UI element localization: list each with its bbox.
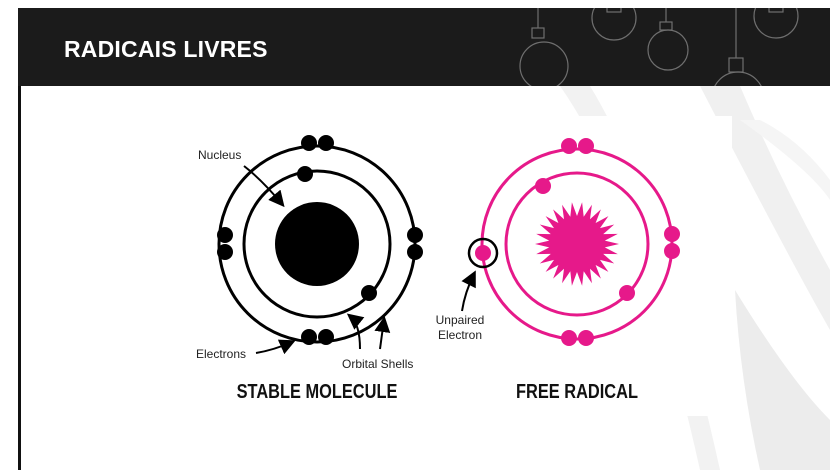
page-title: RADICAIS LIVRES bbox=[64, 36, 268, 63]
orbital-arrow-1 bbox=[350, 316, 360, 349]
atom-diagram: Nucleus Electrons Orbital Shells STABLE … bbox=[172, 116, 732, 416]
stable-molecule: Nucleus Electrons Orbital Shells STABLE … bbox=[196, 135, 423, 402]
electrons-label: Electrons bbox=[196, 347, 246, 361]
orbital-arrow-2 bbox=[380, 320, 384, 349]
atom-diagram-svg: Nucleus Electrons Orbital Shells STABLE … bbox=[172, 116, 732, 416]
slide-header: RADICAIS LIVRES bbox=[18, 8, 830, 86]
orbital-shells-label: Orbital Shells bbox=[342, 357, 413, 371]
left-border bbox=[18, 86, 21, 470]
stable-molecule-caption: STABLE MOLECULE bbox=[237, 379, 398, 402]
electrons-arrow bbox=[256, 342, 292, 353]
radical-nucleus bbox=[535, 202, 619, 285]
unpaired-arrow bbox=[462, 274, 474, 311]
free-radical: Unpaired Electron FREE RADICAL bbox=[436, 138, 680, 402]
unpaired-label-line1: Unpaired bbox=[436, 313, 485, 327]
stable-nucleus bbox=[275, 202, 359, 286]
free-radical-caption: FREE RADICAL bbox=[516, 379, 638, 402]
nucleus-label: Nucleus bbox=[198, 148, 241, 162]
unpaired-label-line2: Electron bbox=[438, 328, 482, 342]
